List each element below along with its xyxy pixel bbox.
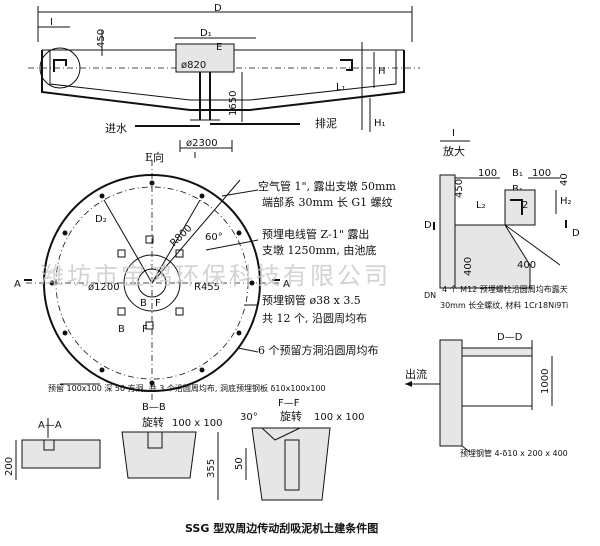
dim-450-label: 450 (96, 29, 107, 48)
note-steel-1: 预埋钢管 ø38 x 3.5 (262, 293, 361, 307)
outflow-label: 出流 (405, 367, 427, 381)
detail-dim-2: 2 (522, 200, 528, 211)
dim-1200-label: ø1200 (88, 282, 120, 293)
section-DD: D—D 1000 出流 预埋钢管 4-δ10 x 200 x 400 (405, 332, 568, 458)
detail-I-num: I (452, 128, 455, 139)
note-steel-2: 共 12 个, 沿圆周均布 (262, 312, 367, 325)
detail-dim-L2: L₂ (476, 200, 486, 211)
dim-820-label: ø820 (181, 60, 206, 71)
note-air-2: 端部系 30mm 长 G1 螺纹 (262, 195, 393, 209)
watermark-text: 潍坊市宝鸿环保科技有限公司 (40, 262, 391, 290)
dim-R800-label: R800 (168, 223, 194, 249)
label-E: E (216, 42, 222, 53)
section-DD-title: D—D (497, 332, 523, 343)
perimeter-pipes (49, 180, 255, 386)
detail-note-bolt: 4 个 M12 预埋螺栓沿圆周均布露天 (442, 284, 568, 294)
note-air-1: 空气管 1", 露出支墩 50mm (258, 179, 396, 193)
section-A-left: A (14, 279, 21, 290)
dim-2300-label: ø2300 (186, 138, 218, 149)
section-DD-note: 预埋钢管 4-δ10 x 200 x 400 (460, 448, 568, 458)
detail-I-marker (39, 47, 81, 89)
section-BB-title: B—B (142, 402, 166, 413)
note-holes: 6 个预留方洞沿圆周均布 (258, 343, 379, 357)
section-AA-dim-200: 200 (4, 457, 15, 476)
section-F-label-1: F (155, 298, 161, 309)
note-cable-2: 支墩 1250mm, 由池底 (262, 243, 376, 257)
view-E-label: E向 (145, 150, 164, 164)
outlet-label: 排泥 (315, 116, 337, 130)
dim-D-label: D (214, 3, 222, 14)
section-B-label-1: B (140, 298, 147, 309)
dim-H-label: H (378, 66, 386, 77)
plan-view: D₂ R800 60° ø1200 R455 A A B B F F 空气管 1… (14, 160, 396, 400)
detail-note-material: 30mm 长全螺纹, 材料 1Cr18Ni9Ti (440, 300, 568, 310)
section-FF-rotate: 旋转 (280, 409, 302, 423)
inlet-label: 进水 (105, 122, 127, 135)
detail-dim-100b: 100 (532, 168, 551, 179)
dim-1000-label: 1000 (540, 369, 551, 394)
section-D-right: D (572, 228, 580, 239)
detail-dim-H2: H₂ (560, 196, 572, 207)
section-D-left: D (424, 220, 432, 231)
dim-I-label: I (50, 17, 53, 28)
section-AA: A—A 200 (4, 418, 101, 480)
section-BB: B—B 旋转 100 x 100 355 (121, 402, 222, 500)
detail-I-enlarged: I 放大 100 100 40 B₁ B₁ 450 L₂ 2 H₂ 400 40… (424, 128, 580, 310)
section-F-label-2: F (142, 324, 148, 335)
detail-DN: DN (424, 291, 436, 300)
section-BB-dim-355: 355 (206, 459, 217, 478)
dim-D1-label: D₁ (200, 28, 212, 39)
dim-1650-label: 1650 (228, 91, 239, 116)
note-cable-1: 预埋电线管 Z-1" 露出 (262, 227, 369, 241)
dim-R455-label: R455 (194, 282, 220, 293)
section-A-right: A (283, 279, 290, 290)
detail-dim-B1a: B₁ (512, 168, 523, 179)
drawing-caption: SSG 型双周边传动刮吸泥机土建条件图 (185, 521, 378, 535)
detail-dim-450: 450 (454, 179, 465, 198)
section-FF-title: F—F (278, 398, 300, 409)
elevation-view: D I D₁ 450 E ø820 1650 进水 排泥 (28, 3, 420, 164)
section-FF-dim: 100 x 100 (314, 412, 364, 423)
detail-dim-40: 40 (559, 173, 570, 186)
section-FF-dim-50: 50 (234, 457, 245, 470)
detail-dim-400a: 400 (463, 257, 474, 276)
section-FF: F—F 30° 旋转 100 x 100 50 (234, 398, 364, 501)
detail-I-title: 放大 (443, 144, 465, 158)
section-AA-title: A—A (38, 420, 62, 431)
dim-H1-label: H₁ (374, 118, 386, 129)
note-bottom: 预留 100x100 深 50 方洞, 共 3 个沿圆周均布, 洞底预埋钢板 δ… (48, 383, 326, 393)
dim-L1-label: L₁ (336, 82, 346, 93)
section-BB-rotate: 旋转 (142, 415, 164, 429)
detail-dim-400b: 400 (517, 260, 536, 271)
section-BB-dim: 100 x 100 (172, 418, 222, 429)
section-FF-angle: 30° (240, 412, 258, 423)
section-B-label-2: B (118, 324, 125, 335)
dim-D2-label: D₂ (95, 214, 107, 225)
detail-dim-100a: 100 (478, 168, 497, 179)
angle-60-label: 60° (205, 232, 223, 243)
